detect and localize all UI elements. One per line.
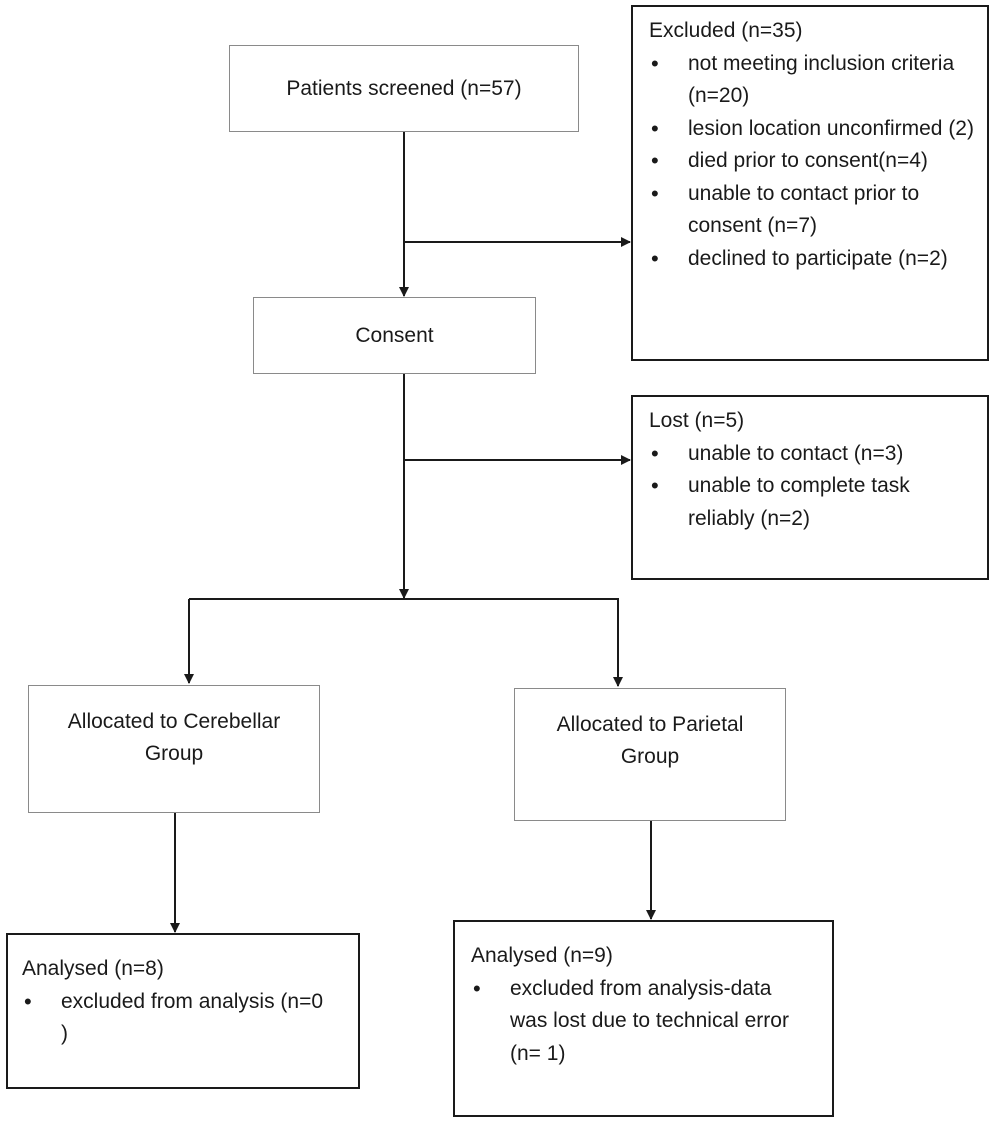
analysed-parietal-list: excluded from analysis-data was lost due…: [471, 973, 820, 1071]
excluded-heading: Excluded (n=35): [649, 19, 803, 42]
cerebellar-box: Allocated to Cerebellar Group: [28, 685, 320, 813]
analysed-parietal-box: Analysed (n=9) excluded from analysis-da…: [453, 920, 834, 1117]
list-item: unable to complete task reliably (n=2): [649, 470, 975, 535]
list-item: excluded from analysis-data was lost due…: [471, 973, 820, 1071]
cerebellar-label: Allocated to Cerebellar Group: [67, 710, 281, 765]
excluded-box: Excluded (n=35) not meeting inclusion cr…: [631, 5, 989, 361]
list-item: excluded from analysis (n=0 ): [22, 986, 346, 1051]
list-item: lesion location unconfirmed (2): [649, 113, 975, 146]
consent-box: Consent: [253, 297, 536, 374]
analysed-cerebellar-box: Analysed (n=8) excluded from analysis (n…: [6, 933, 360, 1089]
parietal-label: Allocated to Parietal Group: [556, 713, 744, 768]
excluded-list: not meeting inclusion criteria (n=20) le…: [649, 48, 975, 276]
lost-box: Lost (n=5) unable to contact (n=3) unabl…: [631, 395, 989, 580]
analysed-cerebellar-list: excluded from analysis (n=0 ): [22, 986, 346, 1051]
list-item: unable to contact (n=3): [649, 438, 975, 471]
analysed-cerebellar-heading: Analysed (n=8): [22, 957, 164, 980]
analysed-parietal-heading: Analysed (n=9): [471, 944, 613, 967]
list-item: not meeting inclusion criteria (n=20): [649, 48, 975, 113]
lost-heading: Lost (n=5): [649, 409, 745, 432]
screened-box: Patients screened (n=57): [229, 45, 579, 132]
list-item: declined to participate (n=2): [649, 243, 975, 276]
screened-label: Patients screened (n=57): [286, 76, 522, 100]
list-item: unable to contact prior to consent (n=7): [649, 178, 975, 243]
parietal-box: Allocated to Parietal Group: [514, 688, 786, 821]
consent-label: Consent: [355, 323, 434, 347]
list-item: died prior to consent(n=4): [649, 145, 975, 178]
lost-list: unable to contact (n=3) unable to comple…: [649, 438, 975, 536]
